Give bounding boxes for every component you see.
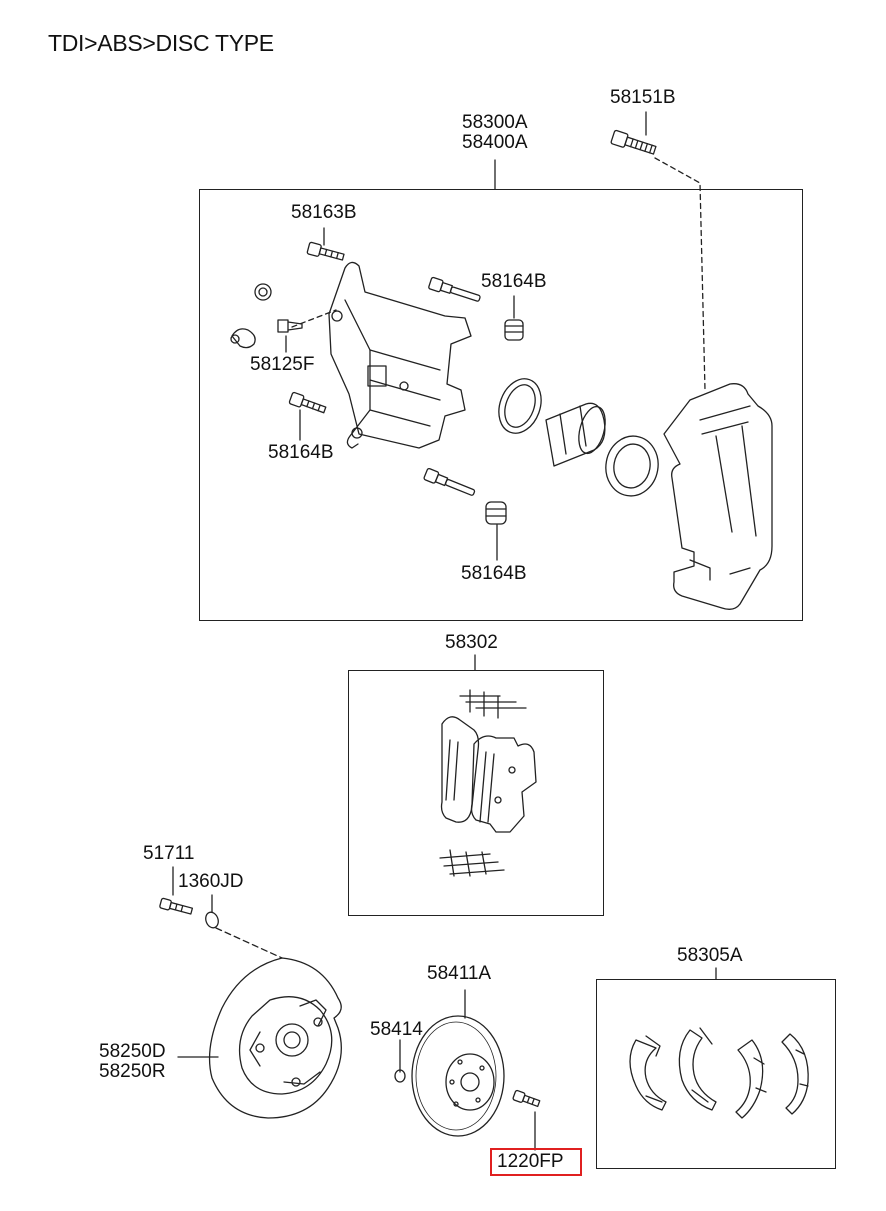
brake-pad-kit-box [348, 670, 604, 916]
part-label-51711[interactable]: 51711 [143, 843, 195, 864]
part-label-1360JD[interactable]: 1360JD [178, 871, 244, 892]
part-label-58414[interactable]: 58414 [370, 1019, 423, 1040]
part-label-58163B[interactable]: 58163B [291, 202, 357, 223]
part-label-58151B[interactable]: 58151B [610, 87, 676, 108]
part-label-58300A[interactable]: 58300A [462, 112, 528, 133]
highlighted-part-box [490, 1148, 582, 1176]
part-label-58302[interactable]: 58302 [445, 632, 498, 653]
part-label-58305A[interactable]: 58305A [677, 945, 743, 966]
part-label-58164B-left[interactable]: 58164B [268, 442, 334, 463]
part-label-58125F[interactable]: 58125F [250, 354, 315, 375]
part-label-58400A[interactable]: 58400A [462, 132, 528, 153]
part-label-58250D[interactable]: 58250D [99, 1041, 166, 1062]
part-label-58164B-lower[interactable]: 58164B [461, 563, 527, 584]
part-label-58411A[interactable]: 58411A [427, 963, 492, 984]
caliper-assembly-box [199, 189, 803, 621]
page-title: TDI>ABS>DISC TYPE [48, 30, 274, 56]
part-label-58164B-upper[interactable]: 58164B [481, 271, 547, 292]
part-label-58250R[interactable]: 58250R [99, 1061, 166, 1082]
part-label-1220FP[interactable]: 1220FP [497, 1151, 564, 1172]
